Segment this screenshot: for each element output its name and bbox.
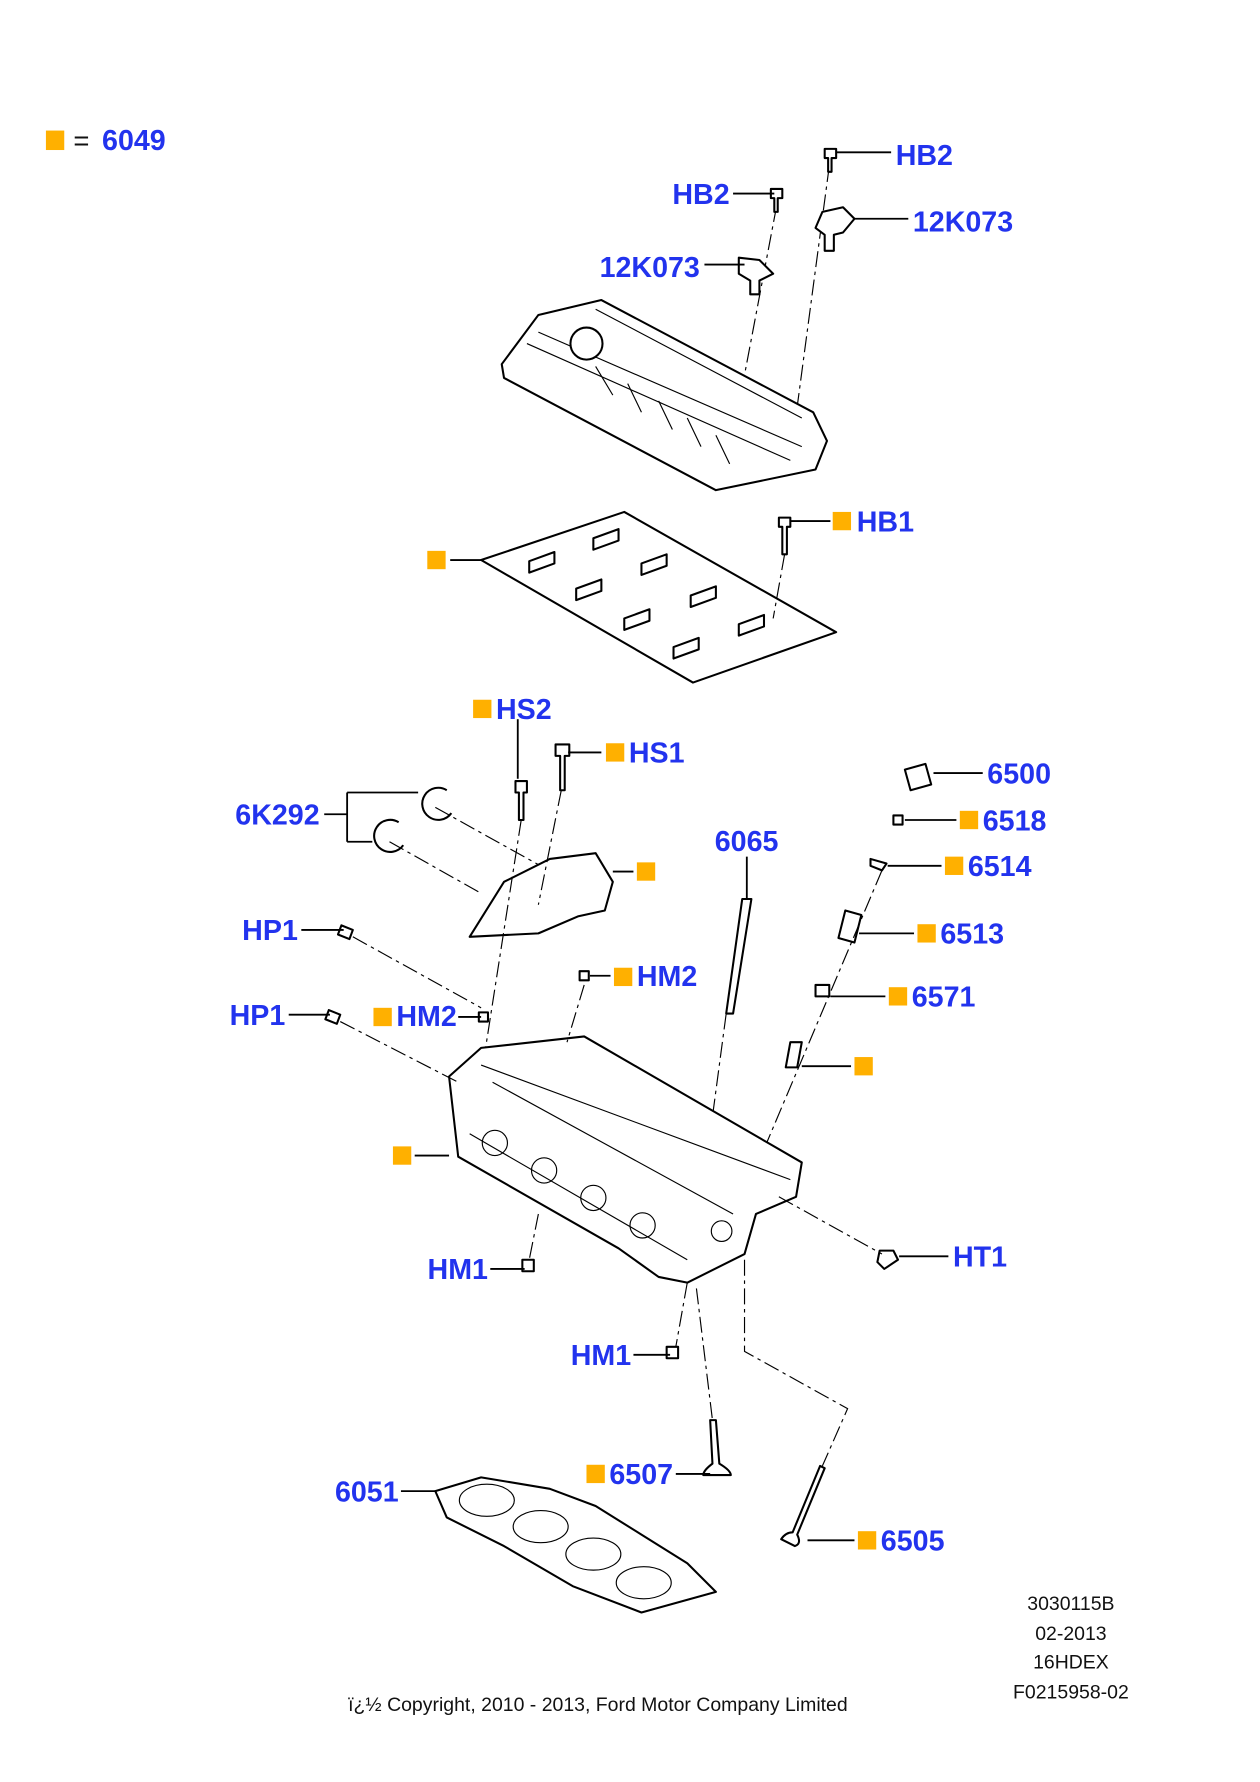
marker-6049 xyxy=(586,1464,605,1484)
seal-6571-icon xyxy=(814,983,831,998)
bolt-hm2-icon xyxy=(477,1011,490,1023)
injector-6065-icon xyxy=(725,897,753,1015)
marker-6049 xyxy=(832,511,852,531)
marker-6049 xyxy=(373,1007,392,1027)
callout-hs2[interactable]: HS2 xyxy=(496,694,552,726)
marker-6049 xyxy=(944,856,964,875)
bolt-hb2-icon xyxy=(823,147,838,173)
marker-6049 xyxy=(392,1146,412,1165)
marker-6049 xyxy=(605,743,625,762)
camshaft-sensor-icon xyxy=(814,206,856,252)
bolt-hm2-icon xyxy=(578,970,590,982)
valve-6507-icon xyxy=(702,1419,732,1477)
collet-6518-icon xyxy=(892,814,904,826)
callout-6507[interactable]: 6507 xyxy=(609,1459,673,1491)
sensor-group xyxy=(704,147,909,436)
marker-6049 xyxy=(613,967,633,987)
marker-6049 xyxy=(636,862,656,881)
callout-ht1[interactable]: HT1 xyxy=(953,1242,1007,1274)
retainer-6514-icon xyxy=(869,857,888,872)
marker-6049 xyxy=(917,924,936,943)
seal-icon xyxy=(373,818,405,853)
bolt-hs2-icon xyxy=(514,780,528,822)
valve-train-group xyxy=(709,762,983,1169)
callout-hb2[interactable]: HB2 xyxy=(896,140,953,172)
plug-ht1-icon xyxy=(876,1249,900,1270)
seal-icon xyxy=(421,786,453,821)
bolt-hb1-icon xyxy=(777,516,792,556)
callout-hb2[interactable]: HB2 xyxy=(672,179,729,211)
callout-6505[interactable]: 6505 xyxy=(881,1526,945,1558)
figure-number: F0215958-02 xyxy=(1013,1681,1129,1703)
callout-hs1[interactable]: HS1 xyxy=(629,738,685,770)
callout-hm1[interactable]: HM1 xyxy=(571,1340,632,1372)
callout-12k073[interactable]: 12K073 xyxy=(913,206,1013,238)
valve-cover xyxy=(500,299,829,492)
callout-6518[interactable]: 6518 xyxy=(983,805,1047,837)
callout-6051[interactable]: 6051 xyxy=(335,1476,399,1508)
callout-12k073[interactable]: 12K073 xyxy=(600,252,700,284)
callout-6065[interactable]: 6065 xyxy=(715,826,779,858)
marker-6049 xyxy=(959,810,979,830)
bolt-hs1-icon xyxy=(554,743,571,792)
plug-hp1-icon xyxy=(324,1009,342,1025)
callout-hp1[interactable]: HP1 xyxy=(230,1000,286,1032)
callout-6514[interactable]: 6514 xyxy=(968,851,1032,883)
timing-bracket-group xyxy=(324,719,634,1077)
callout-hm2[interactable]: HM2 xyxy=(396,1001,456,1033)
spring-6513-icon xyxy=(837,909,863,944)
illustration-date: 02-2013 xyxy=(1035,1623,1106,1645)
dowel-hm1-icon xyxy=(521,1258,535,1273)
callout-6571[interactable]: 6571 xyxy=(912,982,976,1014)
bearing-cap-sheet xyxy=(450,510,838,684)
bolt-hb2-icon xyxy=(769,187,784,213)
marker-6049 xyxy=(427,550,446,570)
callout-hm2[interactable]: HM2 xyxy=(637,961,697,993)
callout-hp1[interactable]: HP1 xyxy=(242,915,298,947)
callout-6513[interactable]: 6513 xyxy=(940,919,1004,951)
model-code: 16HDEX xyxy=(1033,1652,1109,1674)
bracket xyxy=(468,852,614,938)
valve-6505-icon xyxy=(780,1464,826,1548)
copyright-notice: ï¿½ Copyright, 2010 - 2013, Ford Motor C… xyxy=(348,1694,848,1716)
valves-gasket-group xyxy=(400,1259,855,1614)
marker-6049 xyxy=(888,987,908,1006)
callout-hm1[interactable]: HM1 xyxy=(428,1254,489,1286)
cylinder-head xyxy=(288,924,949,1360)
legend-marker xyxy=(45,130,65,151)
legend-part-number: 6049 xyxy=(102,125,166,157)
dowel-hm1-icon xyxy=(665,1345,680,1360)
tappet-6500-icon xyxy=(903,762,933,792)
callout-6500[interactable]: 6500 xyxy=(987,758,1051,790)
plug-hp1-icon xyxy=(336,924,354,941)
guide-icon xyxy=(784,1041,803,1069)
head-gasket xyxy=(434,1476,717,1614)
illustration-code: 3030115B xyxy=(1027,1593,1114,1615)
marker-6049 xyxy=(857,1531,877,1550)
legend-equals: = xyxy=(73,125,89,156)
marker-6049 xyxy=(854,1057,873,1076)
camshaft-sensor-icon xyxy=(737,256,775,296)
callout-6k292[interactable]: 6K292 xyxy=(235,800,319,832)
callout-hb1[interactable]: HB1 xyxy=(857,506,914,538)
marker-6049 xyxy=(473,699,492,719)
